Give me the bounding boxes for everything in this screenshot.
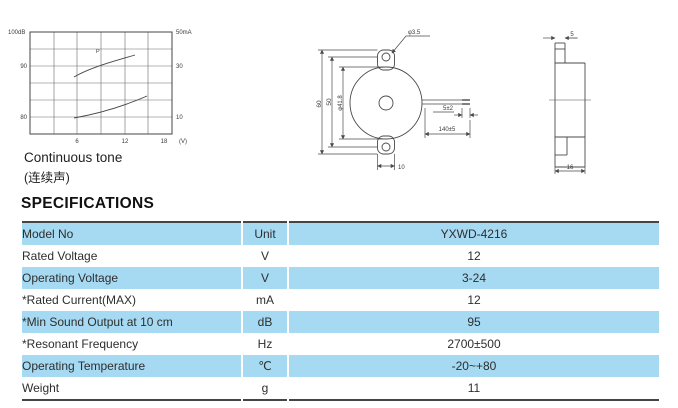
spec-value-cell: 11 — [467, 381, 481, 395]
x-axis-unit: (V) — [179, 139, 187, 145]
spec-label-cell: *Min Sound Output at 10 cm — [22, 311, 243, 333]
chart-grid — [30, 32, 172, 134]
spec-row: *Rated Current(MAX)mA 12 — [22, 289, 659, 311]
spec-label-cell: Rated Voltage — [22, 245, 243, 267]
spec-label-cell: Operating Voltage — [22, 267, 243, 289]
buzzer-body-outline — [349, 49, 423, 155]
spec-unit-cell: V — [242, 245, 289, 267]
lead-wires — [422, 99, 470, 105]
side-dimension-lines — [543, 35, 586, 174]
left-tick-90: 90 — [20, 64, 27, 70]
left-tick-80: 80 — [20, 115, 27, 121]
specifications-heading: SPECIFICATIONS — [21, 195, 155, 212]
chart-border — [29, 31, 173, 135]
side-view-drawing: 5 16 — [543, 32, 591, 174]
left-axis-top-label: 100dB — [8, 30, 25, 36]
spec-unit-cell: mA — [242, 289, 289, 311]
spec-label-cell: *Resonant Frequency — [22, 333, 243, 355]
dim-diameter-label: φ41.8 — [338, 95, 344, 111]
spec-label-cell: Model No — [22, 222, 243, 245]
right-axis-top-label: 50mA — [176, 30, 192, 36]
right-tick-30: 30 — [176, 64, 183, 70]
dim-tab-thickness-label: 5 — [570, 32, 574, 38]
spec-label-cell: Operating Temperature — [22, 355, 243, 377]
spl-curve — [73, 54, 136, 78]
spec-label-cell: *Rated Current(MAX) — [22, 289, 243, 311]
spec-value-cell: 12 — [467, 293, 481, 307]
spec-unit-cell: ℃ — [242, 355, 289, 377]
spec-unit-cell: g — [242, 377, 289, 400]
dim-body-thickness-label: 16 — [567, 165, 574, 171]
spec-value-cell: 2700±500 — [447, 337, 501, 351]
right-tick-10: 10 — [176, 115, 183, 121]
x-tick-12: 12 — [122, 139, 129, 145]
x-tick-6: 6 — [75, 139, 79, 145]
spec-value-cell: 12 — [467, 249, 481, 263]
top-mount-hole — [381, 52, 391, 62]
spec-row: Operating Temperature℃ -20~+80 — [22, 355, 659, 377]
spec-unit-cell: dB — [242, 311, 289, 333]
x-tick-18: 18 — [161, 139, 168, 145]
spec-value-cell: 95 — [467, 315, 481, 329]
dim-height-label: 60 — [316, 100, 323, 108]
current-curve — [73, 95, 148, 119]
dim-lead-tip-label: 5±2 — [443, 106, 454, 112]
chart-caption-chinese: (连续声) — [24, 171, 70, 185]
spec-unit-cell: Unit — [242, 222, 289, 245]
dim-hole-label: φ3.5 — [408, 30, 421, 36]
tone-chart-figure: 100dB 50mA 90 80 30 10 6 12 18 (V) P — [6, 22, 211, 162]
chart-caption: Continuous tone — [24, 150, 123, 165]
spec-value-cell: -20~+80 — [451, 359, 497, 373]
tone-chart-svg: 100dB 50mA 90 80 30 10 6 12 18 (V) P — [8, 30, 192, 145]
spec-value-cell: 3-24 — [461, 271, 487, 285]
spec-value-cell: YXWD-4216 — [440, 227, 508, 241]
dim-tab-width-label: 10 — [398, 165, 405, 171]
front-view-drawing: φ3.5 60 50 φ41.8 5±2 140±5 10 — [316, 30, 478, 171]
curve-p-label: P — [96, 49, 100, 55]
dim-pitch-label: 50 — [326, 98, 333, 106]
spec-unit-cell: Hz — [242, 333, 289, 355]
bottom-mount-hole — [381, 142, 391, 152]
side-body-outline — [549, 42, 591, 168]
dimension-lines — [318, 35, 478, 170]
spec-unit-cell: V — [242, 267, 289, 289]
spec-label-cell: Weight — [22, 377, 243, 400]
dim-lead-length-label: 140±5 — [439, 127, 456, 133]
